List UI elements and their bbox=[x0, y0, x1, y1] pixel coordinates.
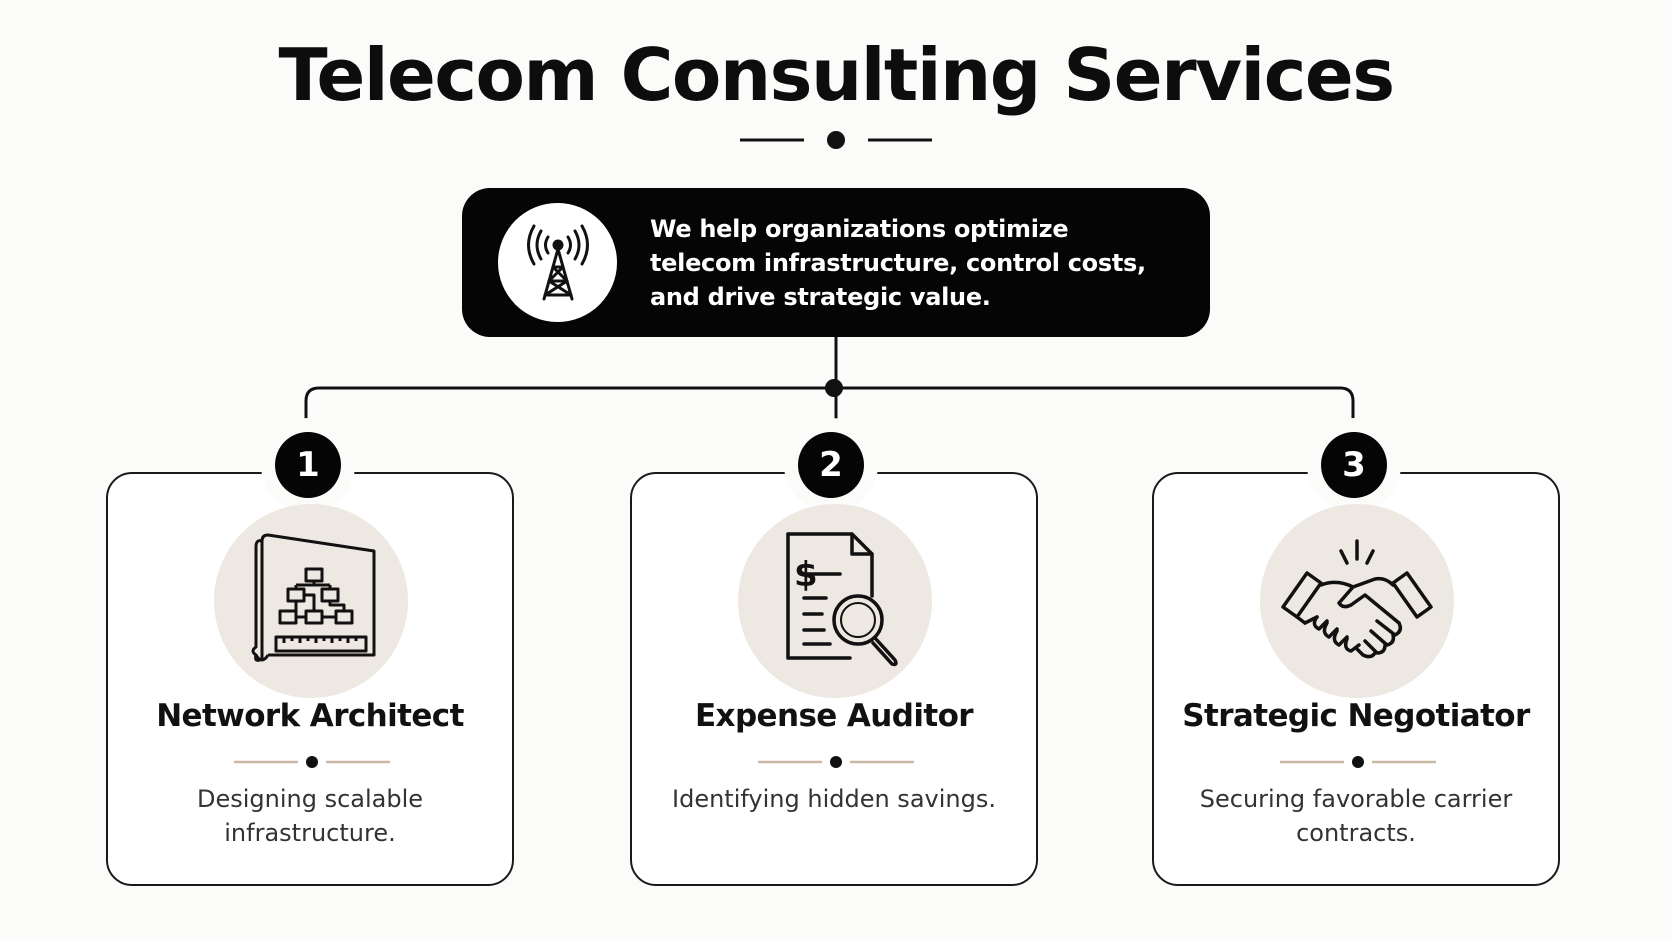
card-title: Network Architect bbox=[156, 698, 464, 734]
card-description: Identifying hidden savings. bbox=[672, 785, 996, 813]
card-icon-badge: $ bbox=[738, 504, 932, 698]
intro-text: We help organizations optimize telecom i… bbox=[650, 215, 1146, 311]
blueprint-network-icon bbox=[251, 533, 376, 662]
card-description: Designing scalable infrastructure. bbox=[196, 785, 424, 847]
service-card-expense-auditor: 2 $ Expense Auditor Identifying hidden s… bbox=[630, 432, 1038, 886]
service-card-network-architect: 1 Network Architect Designin bbox=[106, 432, 514, 886]
cell-tower-icon bbox=[526, 224, 589, 300]
step-badge-2: 2 bbox=[798, 432, 864, 498]
invoice-magnifier-icon: $ bbox=[786, 532, 898, 667]
service-card-strategic-negotiator: 3 Strategic Negotiator bbox=[1152, 432, 1560, 886]
step-badge-3: 3 bbox=[1321, 432, 1387, 498]
card-title: Strategic Negotiator bbox=[1182, 698, 1530, 734]
card-icon-badge bbox=[214, 504, 408, 698]
card-divider bbox=[1280, 756, 1436, 768]
intro-icon-badge bbox=[498, 203, 617, 322]
card-divider bbox=[758, 756, 914, 768]
intro-banner: We help organizations optimize telecom i… bbox=[462, 188, 1210, 337]
card-title: Expense Auditor bbox=[694, 698, 974, 734]
card-divider bbox=[234, 756, 390, 768]
handshake-icon bbox=[1281, 539, 1433, 659]
step-badge-1: 1 bbox=[275, 432, 341, 498]
title-ornament bbox=[740, 131, 932, 149]
card-icon-badge bbox=[1260, 504, 1454, 698]
svg-text:$: $ bbox=[794, 555, 818, 595]
page-title: Telecom Consulting Services bbox=[278, 33, 1395, 117]
card-description: Securing favorable carrier contracts. bbox=[1199, 785, 1513, 847]
